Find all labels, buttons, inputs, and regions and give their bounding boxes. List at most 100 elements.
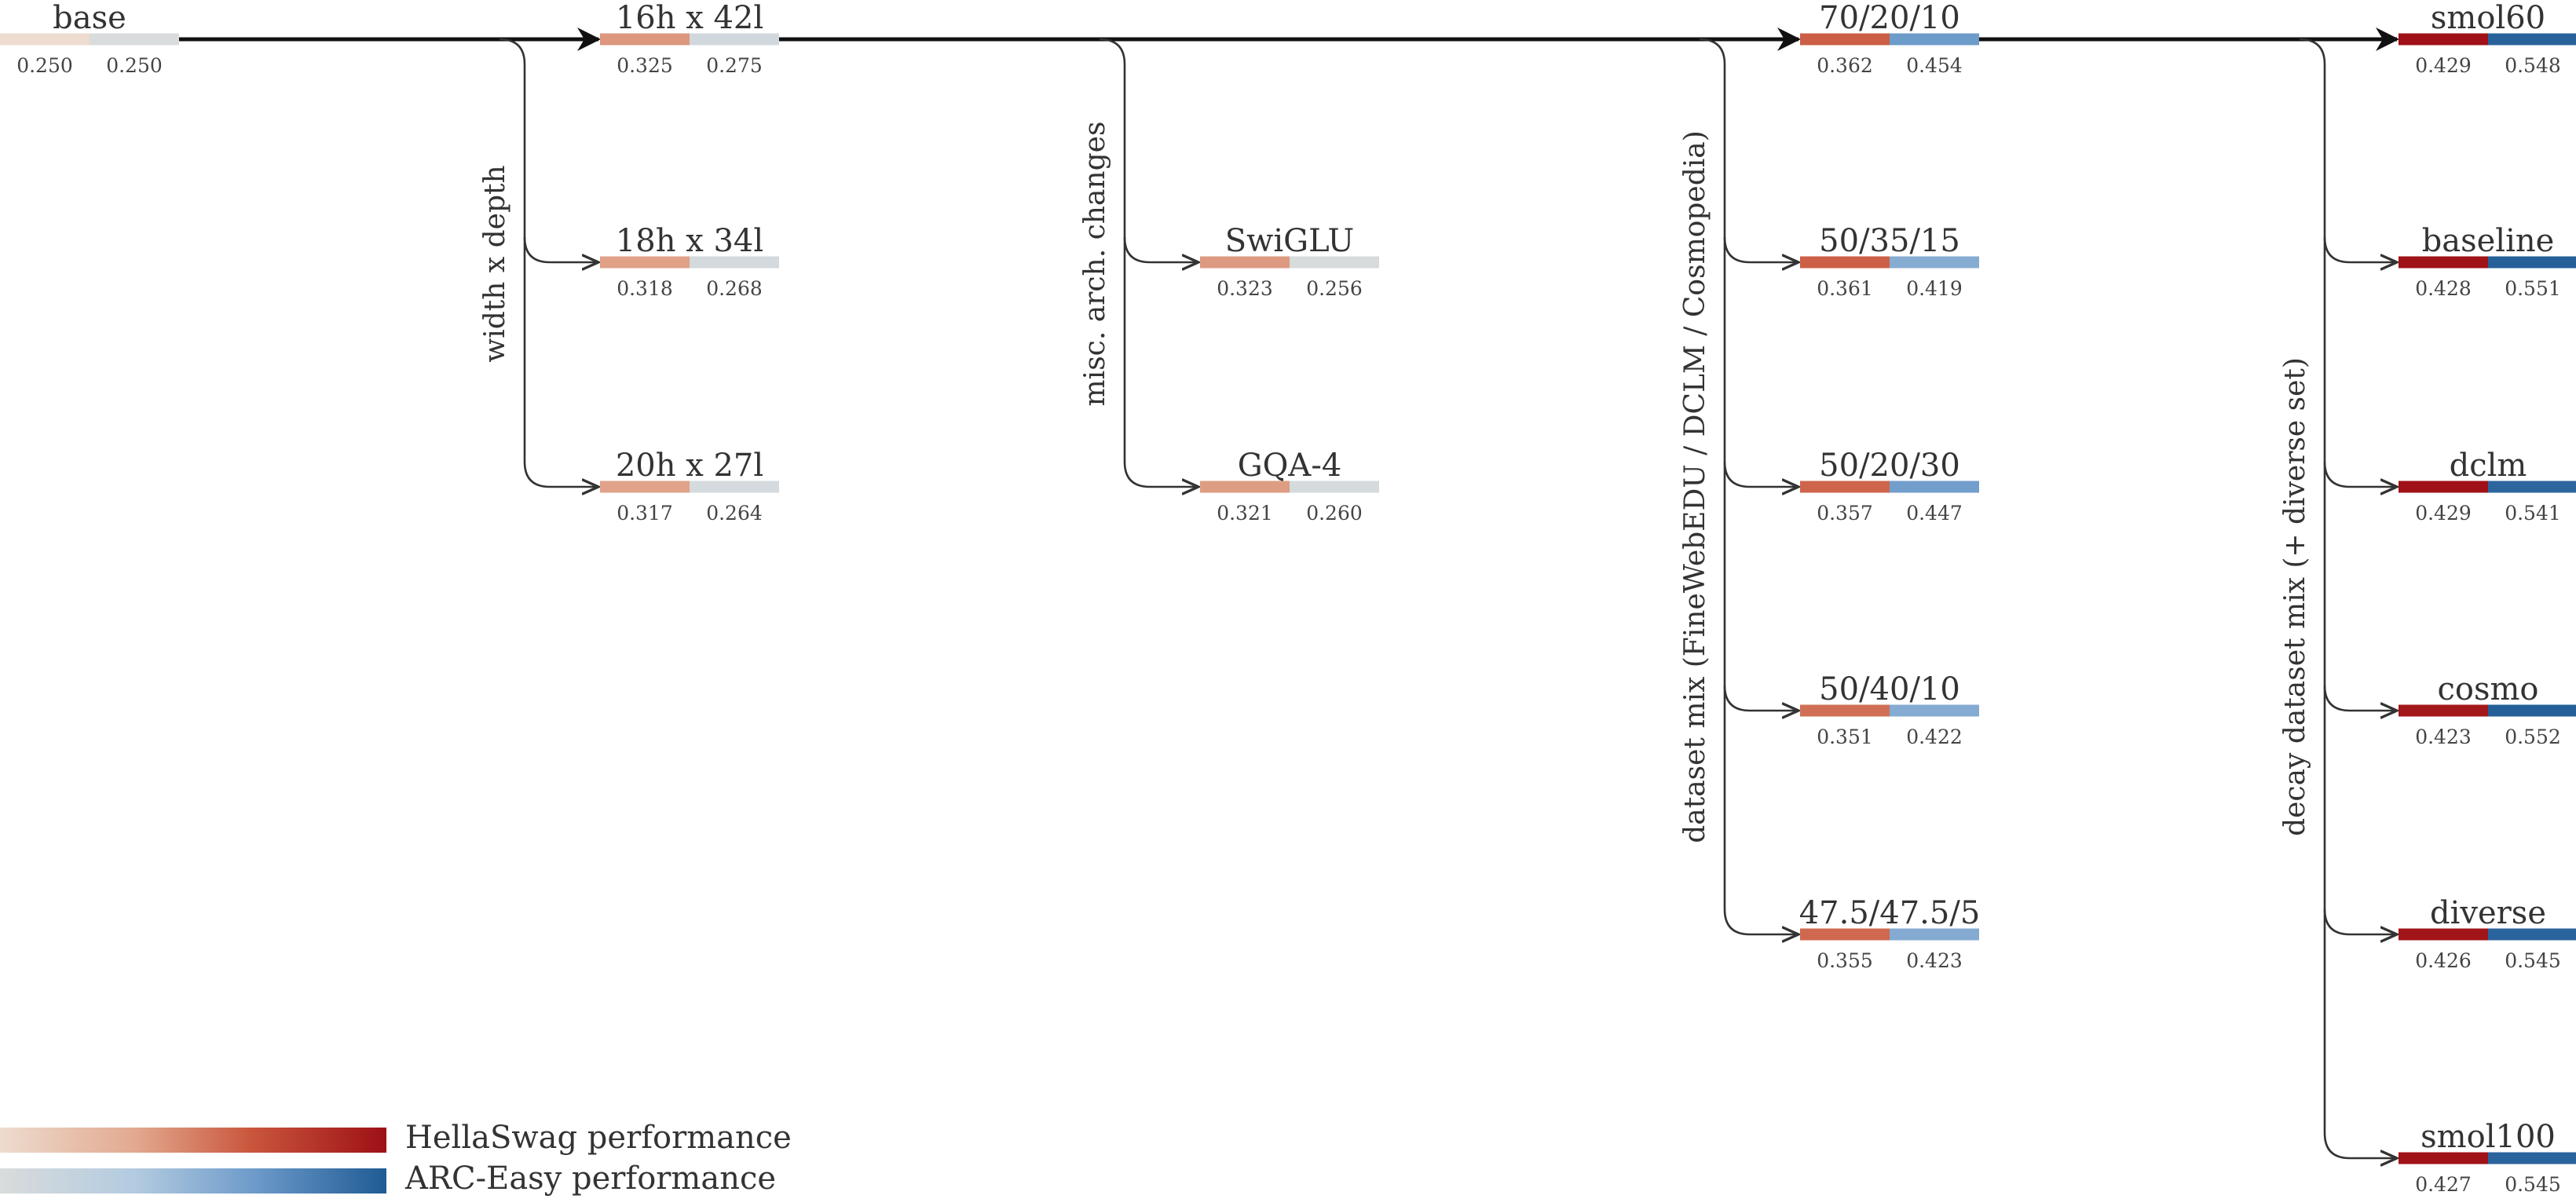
arc-value: 0.545 [2505,1173,2561,1196]
branch-decay-3 [2323,685,2397,711]
arc-value: 0.423 [1906,949,1963,972]
node-m50b: 50/20/30 0.357 0.447 [1800,448,1979,525]
legend-arc-swatch [0,1168,386,1194]
arc-bar [2488,256,2576,269]
arc-bar [690,481,779,493]
branch-mix-2 [1723,461,1798,487]
group-label-decay: decay dataset mix (+ diverse set) [2279,357,2311,836]
node-label: 20h x 27l [616,448,763,484]
node-label: GQA-4 [1238,448,1342,484]
node-label: smol100 [2420,1119,2556,1155]
group-label-arch: misc. arch. changes [1079,122,1111,407]
hellaswag-value: 0.321 [1217,502,1273,525]
arc-value: 0.548 [2505,54,2561,77]
legend: HellaSwag performance ARC-Easy performan… [0,1120,792,1197]
group-labels: width x depth misc. arch. changes datase… [479,122,2311,843]
arc-value: 0.250 [106,54,163,77]
arc-value: 0.260 [1306,502,1363,525]
legend-arc-label: ARC-Easy performance [404,1161,776,1197]
hellaswag-bar [2399,481,2488,493]
node-label: 50/35/15 [1819,223,1960,259]
group-label-mix: dataset mix (FineWebEDU / DCLM / Cosmope… [1679,130,1711,843]
hellaswag-bar [2399,928,2488,941]
hellaswag-value: 0.325 [617,54,673,77]
arc-bar [1890,33,1979,46]
hellaswag-bar [1200,481,1290,493]
hellaswag-bar [1800,33,1890,46]
node-label: baseline [2422,223,2555,259]
branch-decay-4 [2323,908,2397,934]
hellaswag-bar [600,481,690,493]
arc-bar [2488,1152,2576,1164]
hellaswag-value: 0.357 [1817,502,1873,525]
hellaswag-value: 0.426 [2415,949,2472,972]
arc-value: 0.551 [2505,277,2561,300]
hellaswag-bar [2399,704,2488,717]
arc-bar [1890,481,1979,493]
arc-value: 0.419 [1906,277,1963,300]
hellaswag-value: 0.355 [1817,949,1873,972]
hellaswag-value: 0.250 [16,54,73,77]
hellaswag-bar [1200,256,1290,269]
branch-arch-trunk [1099,38,1151,488]
group-label-width: width x depth [479,165,511,362]
hellaswag-bar [2399,256,2488,269]
legend-hellaswag-swatch [0,1128,386,1153]
branch-mix-trunk [1699,38,1751,936]
hellaswag-bar [0,33,90,46]
arc-value: 0.256 [1306,277,1363,300]
hellaswag-bar [2399,33,2488,46]
arc-bar [1290,256,1379,269]
hellaswag-value: 0.323 [1217,277,1273,300]
arc-value: 0.422 [1906,726,1963,748]
hellaswag-bar [600,33,690,46]
arc-value: 0.552 [2505,726,2561,748]
arc-bar [1890,256,1979,269]
node-label: 47.5/47.5/5 [1799,895,1981,931]
branch-width-18h [523,236,598,262]
branch-connectors [499,38,2397,1160]
hellaswag-value: 0.423 [2415,726,2472,748]
branch-width-trunk [499,38,551,488]
node-diverse: diverse 0.426 0.545 [2399,895,2576,972]
arc-bar [690,33,779,46]
branch-decay-trunk [2299,38,2351,1160]
node-swiglu: SwiGLU 0.323 0.256 [1200,223,1379,300]
hellaswag-value: 0.351 [1817,726,1873,748]
node-label: diverse [2430,895,2546,931]
branch-mix-1 [1723,236,1798,262]
hellaswag-bar [1800,256,1890,269]
arc-bar [690,256,779,269]
hellaswag-bar [1800,704,1890,717]
arc-value: 0.275 [706,54,763,77]
node-label: 50/40/10 [1819,671,1960,707]
hellaswag-value: 0.428 [2415,277,2472,300]
arc-value: 0.545 [2505,949,2561,972]
arc-bar [2488,928,2576,941]
node-gqa: GQA-4 0.321 0.260 [1200,448,1379,525]
node-m47: 47.5/47.5/5 0.355 0.423 [1799,895,1981,972]
arc-value: 0.264 [706,502,763,525]
arc-bar [2488,481,2576,493]
node-label: dclm [2450,448,2527,484]
hellaswag-value: 0.318 [617,277,673,300]
node-baseline: baseline 0.428 0.551 [2399,223,2576,300]
branch-arch-swiglu [1123,236,1198,262]
arc-value: 0.447 [1906,502,1963,525]
node-label: cosmo [2437,671,2538,707]
node-label: 50/20/30 [1819,448,1960,484]
node-label: SwiGLU [1225,223,1354,259]
branch-mix-3 [1723,685,1798,711]
hellaswag-bar [600,256,690,269]
hellaswag-value: 0.429 [2415,502,2472,525]
arc-value: 0.541 [2505,502,2561,525]
hellaswag-value: 0.361 [1817,277,1873,300]
